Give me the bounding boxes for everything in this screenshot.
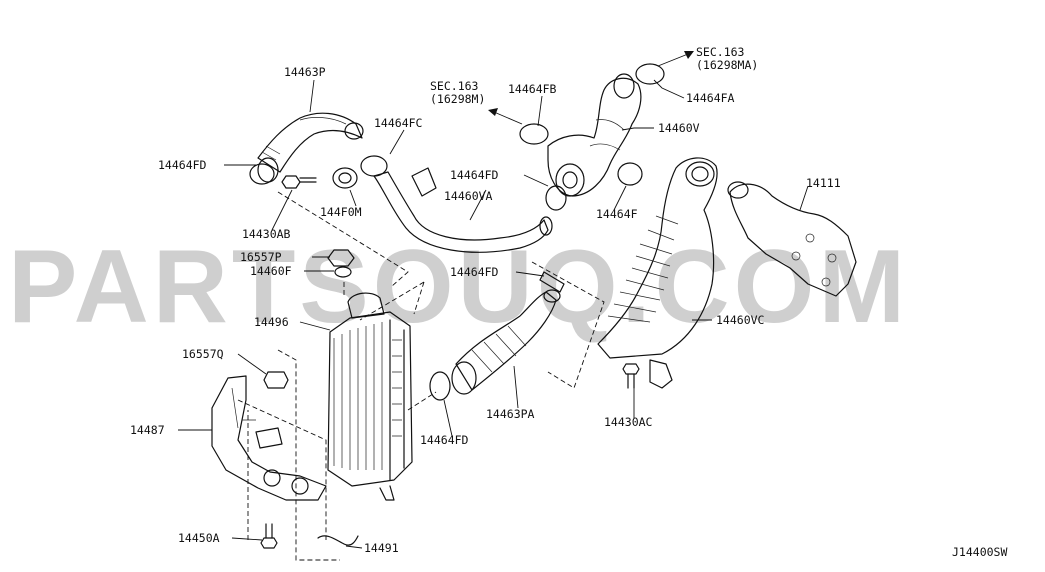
label-16557P[interactable]: 16557P: [240, 250, 282, 264]
clip-14491[interactable]: [317, 535, 359, 546]
clamp-14464FB[interactable]: [519, 123, 549, 145]
label-144F0M[interactable]: 144F0M: [320, 205, 362, 219]
manifold-14111[interactable]: [727, 181, 857, 297]
grommet-144F0M[interactable]: [332, 167, 358, 189]
label-14460F[interactable]: 14460F: [250, 264, 292, 278]
leader-lines: [178, 79, 809, 549]
diagram-code: J14400SW: [952, 545, 1007, 559]
label-14460VA[interactable]: 14460VA: [444, 189, 493, 203]
pipe-14460VA[interactable]: [373, 167, 553, 253]
intercooler-14496[interactable]: [327, 292, 413, 501]
label-14464FD-b[interactable]: 14464FD: [450, 168, 499, 182]
watermark: PARTSOUQ.COM: [8, 229, 909, 345]
label-14111[interactable]: 14111: [806, 176, 841, 190]
label-14464FB[interactable]: 14464FB: [508, 82, 557, 96]
clamp-14464FA[interactable]: [635, 63, 665, 85]
hose-14463P[interactable]: [257, 112, 364, 183]
bolt-14450A[interactable]: [260, 523, 278, 549]
label-14496[interactable]: 14496: [254, 315, 289, 329]
label-14460V[interactable]: 14460V: [658, 121, 700, 135]
label-14463PA[interactable]: 14463PA: [486, 407, 535, 421]
sec163-left-arrow: [488, 108, 523, 125]
washer-14460F[interactable]: [334, 266, 352, 278]
label-14464FD-c[interactable]: 14464FD: [450, 265, 499, 279]
assembly-guide-lines: [237, 191, 605, 561]
sec163-right-line2: (16298MA): [696, 58, 758, 72]
sec163-right-arrow: [657, 51, 694, 67]
duct-14460V[interactable]: [547, 73, 642, 197]
clamp-14464FD-upper[interactable]: [249, 163, 275, 185]
clamp-14464FD-middle[interactable]: [545, 185, 567, 211]
label-14491[interactable]: 14491: [364, 541, 399, 555]
label-14430AC[interactable]: 14430AC: [604, 415, 653, 429]
clamp-14464FD-lower[interactable]: [429, 371, 451, 401]
grommet-16557P[interactable]: [327, 249, 355, 267]
hose-14463PA[interactable]: [451, 289, 561, 395]
bolt-14430AC[interactable]: [622, 363, 640, 389]
clamp-14464F[interactable]: [617, 162, 643, 186]
label-14430AB[interactable]: 14430AB: [242, 227, 291, 241]
bracket-14487[interactable]: [211, 375, 327, 501]
label-14463P[interactable]: 14463P: [284, 65, 326, 79]
label-14464F[interactable]: 14464F: [596, 207, 638, 221]
label-16557Q[interactable]: 16557Q: [182, 347, 224, 361]
label-14460VC[interactable]: 14460VC: [716, 313, 765, 327]
label-14487[interactable]: 14487: [130, 423, 165, 437]
sec163-right-line1: SEC.163: [696, 45, 745, 59]
grommet-16557Q[interactable]: [263, 371, 289, 389]
label-14450A[interactable]: 14450A: [178, 531, 220, 545]
duct-14460VC[interactable]: [597, 157, 718, 389]
bolt-14430AB[interactable]: [281, 175, 317, 189]
label-14464FC[interactable]: 14464FC: [374, 116, 423, 130]
label-14464FA[interactable]: 14464FA: [686, 91, 735, 105]
label-14464FD-a[interactable]: 14464FD: [158, 158, 207, 172]
sec163-left-line1: SEC.163: [430, 79, 479, 93]
label-14464FD-d[interactable]: 14464FD: [420, 433, 469, 447]
sec163-left-line2: (16298M): [430, 92, 485, 106]
clamp-14464FD-top[interactable]: [539, 271, 565, 293]
